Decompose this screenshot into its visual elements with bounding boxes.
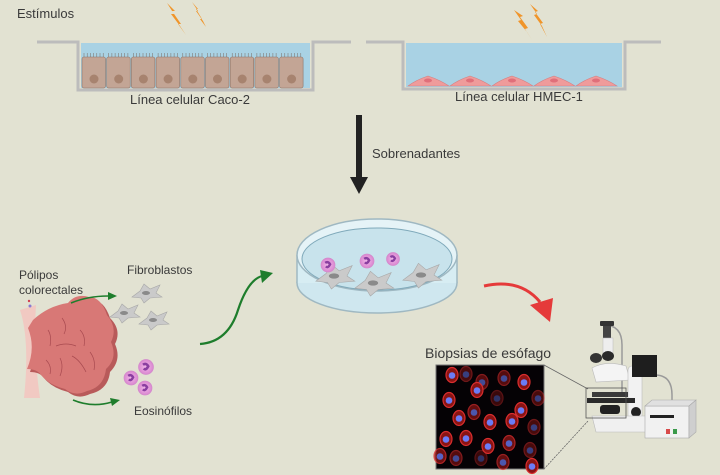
fluorescent-cell xyxy=(433,447,447,465)
fluorescent-cell xyxy=(527,418,541,436)
green-arrow-to-dish xyxy=(199,270,273,346)
fluorescent-cell xyxy=(490,389,504,407)
eosinophil-cell xyxy=(359,253,375,269)
eosinophil-cell xyxy=(386,252,400,266)
hmec1-cell xyxy=(533,75,576,87)
fluorescent-cell xyxy=(481,437,495,455)
caco2-cell xyxy=(205,53,230,89)
fluorescent-cell xyxy=(517,373,531,391)
fluorescent-cell xyxy=(523,441,537,459)
fluorescent-cell xyxy=(483,413,497,431)
eosinophil-cell xyxy=(123,370,139,386)
hmec1-label: Línea celular HMEC-1 xyxy=(455,89,583,104)
eosinophil-cell xyxy=(138,359,154,375)
fluorescent-cell xyxy=(449,449,463,467)
fluorescent-cell xyxy=(525,457,539,475)
caco2-cell xyxy=(155,53,180,89)
eosinophil-cell xyxy=(320,257,336,273)
caco2-cell xyxy=(279,53,304,89)
fluorescent-cell xyxy=(514,401,528,419)
polyp-tissue xyxy=(20,295,118,398)
caco2-cell xyxy=(81,53,106,89)
polyps-label-line2: colorectales xyxy=(19,283,84,297)
eosinophil-cells xyxy=(123,359,154,396)
lightning-icon xyxy=(167,2,547,40)
petri-dish xyxy=(296,218,458,314)
caco2-cell xyxy=(254,53,279,89)
zoom-line-top xyxy=(543,364,589,390)
fluorescent-cell xyxy=(505,412,519,430)
fluorescent-cell xyxy=(470,381,484,399)
fluorescent-cell xyxy=(459,365,473,383)
hmec1-cell xyxy=(407,75,450,87)
zoom-line-bottom xyxy=(543,420,589,470)
fibroblasts-label: Fibroblastos xyxy=(127,263,193,277)
fluorescent-cell xyxy=(497,369,511,387)
fluorescent-cell xyxy=(445,366,459,384)
eosinophil-cell xyxy=(137,380,153,396)
fluorescence-image xyxy=(433,364,545,475)
fibroblast-cell xyxy=(354,270,395,297)
biopsies-label: Biopsias de esófago xyxy=(425,345,552,361)
fluorescent-cell xyxy=(531,389,545,407)
hmec1-culture-well xyxy=(366,40,661,91)
hmec1-cell xyxy=(449,75,492,87)
green-arrow-eosinophils xyxy=(72,398,120,406)
microscope-icon xyxy=(585,321,697,439)
green-arrow-fibroblasts xyxy=(70,292,117,304)
fibroblast-cell xyxy=(131,283,163,304)
polyps-label-line1: Pólipos xyxy=(19,268,59,282)
caco2-cell xyxy=(131,53,156,89)
fibroblast-cell xyxy=(402,262,443,289)
fluorescent-cell xyxy=(442,391,456,409)
fluorescent-cell xyxy=(502,434,516,452)
fibroblast-cell xyxy=(138,310,170,331)
eosinophils-label: Eosinófilos xyxy=(134,404,193,418)
fibroblast-cells xyxy=(109,283,170,331)
fluorescent-cell xyxy=(439,430,453,448)
caco2-cell xyxy=(180,53,205,89)
fluorescent-cell xyxy=(467,403,481,421)
red-arrow-icon xyxy=(483,282,553,322)
fluorescent-cell xyxy=(452,409,466,427)
hmec1-cell xyxy=(491,75,534,87)
caco2-cell xyxy=(106,53,131,89)
fibroblast-cell xyxy=(109,303,141,324)
fluorescent-cell xyxy=(474,449,488,467)
fluorescent-cell xyxy=(496,453,510,471)
supernatants-label: Sobrenadantes xyxy=(372,146,461,161)
caco2-label: Línea celular Caco-2 xyxy=(130,92,250,107)
caco2-cell xyxy=(229,53,254,89)
down-arrow-icon xyxy=(350,115,368,194)
fluorescent-cell xyxy=(459,429,473,447)
stimuli-label: Estímulos xyxy=(17,6,75,21)
caco2-culture-well xyxy=(37,40,351,92)
hmec1-cell xyxy=(575,75,618,87)
